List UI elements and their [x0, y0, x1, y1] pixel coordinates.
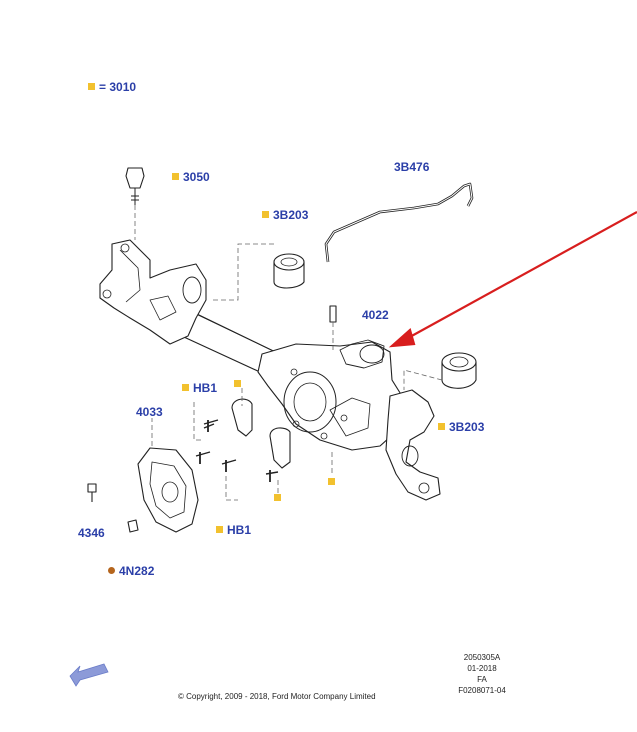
differential-cover-part — [137, 447, 199, 533]
drawing-reference: 2050305A 01-2018 FA F0208071-04 — [452, 652, 512, 696]
square-marker — [234, 380, 241, 387]
ball-joint-part — [125, 167, 145, 189]
callout-marker — [216, 526, 223, 533]
reference-line: 2050305A — [463, 653, 501, 662]
callout-3b476: 3B476 — [394, 160, 430, 174]
callout-3b203-top: 3B203 — [262, 208, 308, 222]
callout-4346: 4346 — [78, 526, 105, 540]
fill-plug-part — [127, 519, 139, 533]
callout-4n282: 4N282 — [108, 564, 154, 578]
reference-line: 01-2018 — [467, 664, 497, 673]
legend-marker — [88, 83, 95, 90]
legend-text: = 3010 — [99, 80, 137, 94]
callout-marker-round — [108, 567, 115, 574]
callout-marker — [262, 211, 269, 218]
vent-hose-part — [324, 182, 474, 263]
vent-fitting-part — [329, 305, 337, 323]
cover-bolt-part — [87, 483, 97, 502]
right-steering-knuckle — [385, 389, 441, 501]
callout-hb1-bottom: HB1 — [216, 523, 251, 537]
callout-4022: 4022 — [362, 308, 389, 322]
reference-line: F0208071-04 — [458, 686, 506, 695]
callout-hb1-top: HB1 — [182, 381, 217, 395]
legend: = 3010 — [88, 80, 136, 94]
bearing-cap-bottom — [269, 427, 291, 469]
arrow-back-icon[interactable] — [69, 663, 109, 687]
pointer-arrow — [388, 211, 637, 348]
square-marker — [274, 494, 281, 501]
left-steering-knuckle — [99, 239, 207, 345]
callout-marker — [172, 173, 179, 180]
callout-marker — [438, 423, 445, 430]
callout-marker — [182, 384, 189, 391]
bearing-cap-top — [231, 398, 253, 437]
copyright-text: © Copyright, 2009 - 2018, Ford Motor Com… — [178, 692, 376, 701]
reference-line: FA — [477, 675, 487, 684]
callout-4033: 4033 — [136, 405, 163, 419]
callout-3b203-right: 3B203 — [438, 420, 484, 434]
callout-3050: 3050 — [172, 170, 210, 184]
square-marker — [328, 478, 335, 485]
